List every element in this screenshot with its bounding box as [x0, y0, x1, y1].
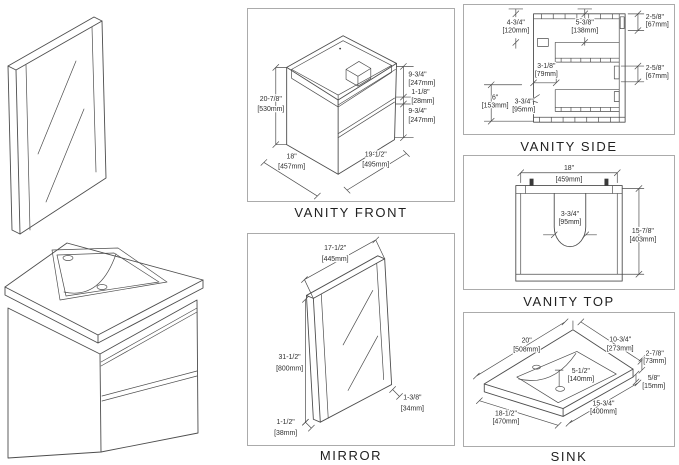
vf-gap-mm: [28mm]	[411, 98, 434, 105]
vf-top-drawer-mm: [247mm]	[408, 80, 435, 87]
vf-gap-in: 1-1/8"	[411, 89, 430, 96]
mr-depth-in: 1-1/2"	[277, 419, 296, 426]
vf-width-in: 19-1/2"	[365, 151, 388, 158]
sk-backsplash-in: 2-7/8"	[646, 350, 665, 357]
mr-height-in: 31-1/2"	[279, 354, 302, 361]
vs-center-mm: [79mm]	[535, 71, 558, 78]
vs-mid-right-in: 2-5/8"	[646, 65, 665, 72]
vs-top-center-mm: [138mm]	[571, 28, 598, 35]
vt-depth-in: 15-7/8"	[632, 228, 654, 235]
vt-width-in: 18"	[564, 165, 575, 172]
sk-backsplash-mm: [73mm]	[643, 358, 666, 365]
panel-sink: 20" [508mm] 10-3/4" [273mm] 2-7/8" [73mm…	[463, 312, 675, 447]
vs-top-left-in: 4-3/4"	[507, 20, 526, 27]
vf-bottom-drawer-mm: [247mm]	[408, 117, 435, 124]
sk-basin-depth-mm: [140mm]	[567, 376, 594, 383]
vf-height-mm: [530mm]	[257, 106, 284, 113]
vanity-top-caption: VANITY TOP	[523, 294, 615, 309]
sink-drawing: 20" [508mm] 10-3/4" [273mm] 2-7/8" [73mm…	[473, 318, 667, 429]
mr-height-mm: [800mm]	[276, 366, 303, 373]
sk-basin-width-in: 10-3/4"	[609, 337, 631, 344]
sk-depth-in: 18-1/2"	[495, 410, 517, 417]
panel-vanity-top: 3-3/4" [95mm] 18" [459mm] 15-7/8" [403mm…	[463, 155, 675, 290]
mirror-drawing: 17-1/2" [445mm] 31-1/2" [800mm] 1-1/2" […	[273, 236, 425, 438]
vt-depth-mm: [403mm]	[630, 237, 657, 244]
vanity-side-drawing: 4-3/4" [120mm] 5-3/8" [138mm] 2-5/8" [67…	[481, 8, 670, 125]
panel-vanity-side: 4-3/4" [120mm] 5-3/8" [138mm] 2-5/8" [67…	[463, 4, 675, 135]
vs-center-in: 3-1/8"	[537, 63, 556, 70]
vf-depth-in: 18"	[287, 153, 298, 160]
vs-top-right-in: 2-5/8"	[646, 14, 665, 21]
vs-bottom-left-in: 6"	[492, 95, 499, 102]
vf-height-in: 20-7/8"	[260, 96, 283, 103]
mr-frame-in: 1-3/8"	[403, 394, 422, 401]
vanity-front-caption: VANITY FRONT	[294, 205, 408, 220]
panel-mirror: 17-1/2" [445mm] 31-1/2" [800mm] 1-1/2" […	[247, 233, 455, 446]
vf-depth-mm: [457mm]	[278, 163, 305, 170]
vt-cutout-in: 3-3/4"	[561, 211, 580, 218]
sink-caption: SINK	[550, 449, 588, 464]
vs-top-left-mm: [120mm]	[502, 28, 529, 35]
sk-basin-width-mm: [273mm]	[607, 345, 634, 352]
sk-top-width-mm: [508mm]	[513, 346, 540, 353]
vanity-front-drawing: 20-7/8" [530mm] 18" [457mm] 19-1/2" [495…	[256, 35, 437, 200]
vanity-top-drawing: 3-3/4" [95mm] 18" [459mm] 15-7/8" [403mm…	[515, 164, 658, 282]
vs-bottom-inner-in: 3-3/4"	[515, 98, 534, 105]
sk-basin-front-mm: [400mm]	[590, 408, 617, 415]
panel-vanity-front: 20-7/8" [530mm] 18" [457mm] 19-1/2" [495…	[247, 8, 455, 202]
vf-width-mm: [495mm]	[362, 161, 389, 168]
sk-depth-mm: [470mm]	[493, 418, 520, 425]
mr-width-mm: [445mm]	[322, 256, 349, 263]
vs-mid-right-mm: [67mm]	[646, 73, 669, 80]
mirror-caption: MIRROR	[319, 448, 383, 463]
vt-width-mm: [459mm]	[556, 177, 583, 184]
vs-bottom-left-mm: [153mm]	[482, 102, 509, 109]
vs-top-right-mm: [67mm]	[646, 22, 669, 29]
sk-edge-in: 5/8"	[648, 375, 661, 382]
vt-cutout-mm: [95mm]	[559, 219, 582, 226]
vf-top-drawer-in: 9-3/4"	[408, 71, 427, 78]
mr-depth-mm: [38mm]	[274, 430, 297, 437]
sk-top-width-in: 20"	[522, 338, 533, 345]
vs-top-center-in: 5-3/8"	[576, 20, 595, 27]
vs-bottom-inner-mm: [95mm]	[512, 106, 535, 113]
sk-basin-depth-in: 5-1/2"	[572, 368, 591, 375]
vf-bottom-drawer-in: 9-3/4"	[408, 108, 427, 115]
mirror-illustration	[7, 16, 107, 235]
mr-frame-mm: [34mm]	[401, 405, 424, 412]
vanity-side-caption: VANITY SIDE	[520, 139, 618, 154]
sk-basin-front-in: 15-3/4"	[593, 401, 615, 408]
mr-width-in: 17-1/2"	[324, 245, 347, 252]
vanity-illustration	[4, 242, 204, 459]
sk-edge-mm: [15mm]	[642, 383, 665, 390]
